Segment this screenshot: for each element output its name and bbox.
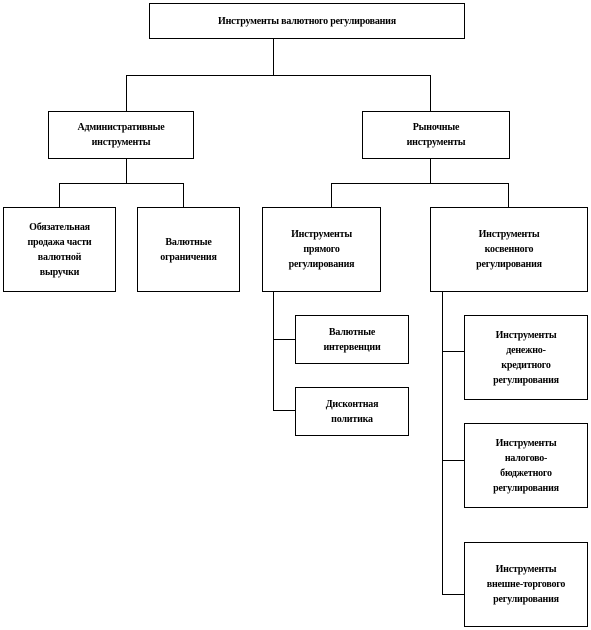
connector-line — [126, 158, 127, 183]
tax-budget-node: Инструменты налогово- бюджетного регулир… — [464, 423, 588, 508]
connector-line — [430, 158, 431, 183]
connector-line — [59, 183, 60, 207]
mandatory-sale-label: Обязательная продажа части валютной выру… — [27, 221, 92, 278]
connector-line — [273, 38, 274, 75]
monetary-credit-node: Инструменты денежно- кредитного регулиро… — [464, 315, 588, 400]
market-label: Рыночные инструменты — [406, 122, 466, 148]
discount-policy-node: Дисконтная политика — [295, 387, 409, 436]
currency-restrictions-label: Валютные ограничения — [160, 236, 217, 263]
connector-line — [273, 339, 295, 340]
connector-line — [442, 291, 443, 594]
indirect-regulation-node: Инструменты косвенного регулирования — [430, 207, 588, 292]
mandatory-sale-node: Обязательная продажа части валютной выру… — [3, 207, 116, 292]
administrative-label: Административные инструменты — [77, 122, 165, 148]
connector-line — [508, 183, 509, 207]
connector-line — [273, 291, 274, 411]
root-label: Инструменты валютного регулирования — [218, 15, 396, 27]
direct-regulation-node: Инструменты прямого регулирования — [262, 207, 381, 292]
connector-line — [442, 594, 464, 595]
connector-line — [430, 75, 431, 111]
connector-line — [442, 351, 464, 352]
currency-restrictions-node: Валютные ограничения — [137, 207, 240, 292]
currency-interventions-label: Валютные интервенции — [323, 326, 381, 353]
administrative-node: Административные инструменты — [48, 111, 194, 159]
root-node: Инструменты валютного регулирования — [149, 3, 465, 39]
direct-regulation-label: Инструменты прямого регулирования — [288, 229, 355, 270]
foreign-trade-node: Инструменты внешне-торгового регулирован… — [464, 542, 588, 627]
connector-line — [331, 183, 509, 184]
discount-policy-label: Дисконтная политика — [325, 398, 379, 425]
market-node: Рыночные инструменты — [362, 111, 510, 159]
foreign-trade-label: Инструменты внешне-торгового регулирован… — [486, 564, 566, 605]
connector-line — [126, 75, 127, 111]
connector-line — [126, 75, 431, 76]
connector-line — [59, 183, 184, 184]
indirect-regulation-label: Инструменты косвенного регулирования — [476, 229, 542, 270]
connector-line — [183, 183, 184, 207]
connector-line — [331, 183, 332, 207]
currency-interventions-node: Валютные интервенции — [295, 315, 409, 364]
monetary-credit-label: Инструменты денежно- кредитного регулиро… — [493, 329, 559, 386]
connector-line — [442, 460, 464, 461]
tax-budget-label: Инструменты налогово- бюджетного регулир… — [493, 437, 559, 494]
connector-line — [273, 410, 295, 411]
